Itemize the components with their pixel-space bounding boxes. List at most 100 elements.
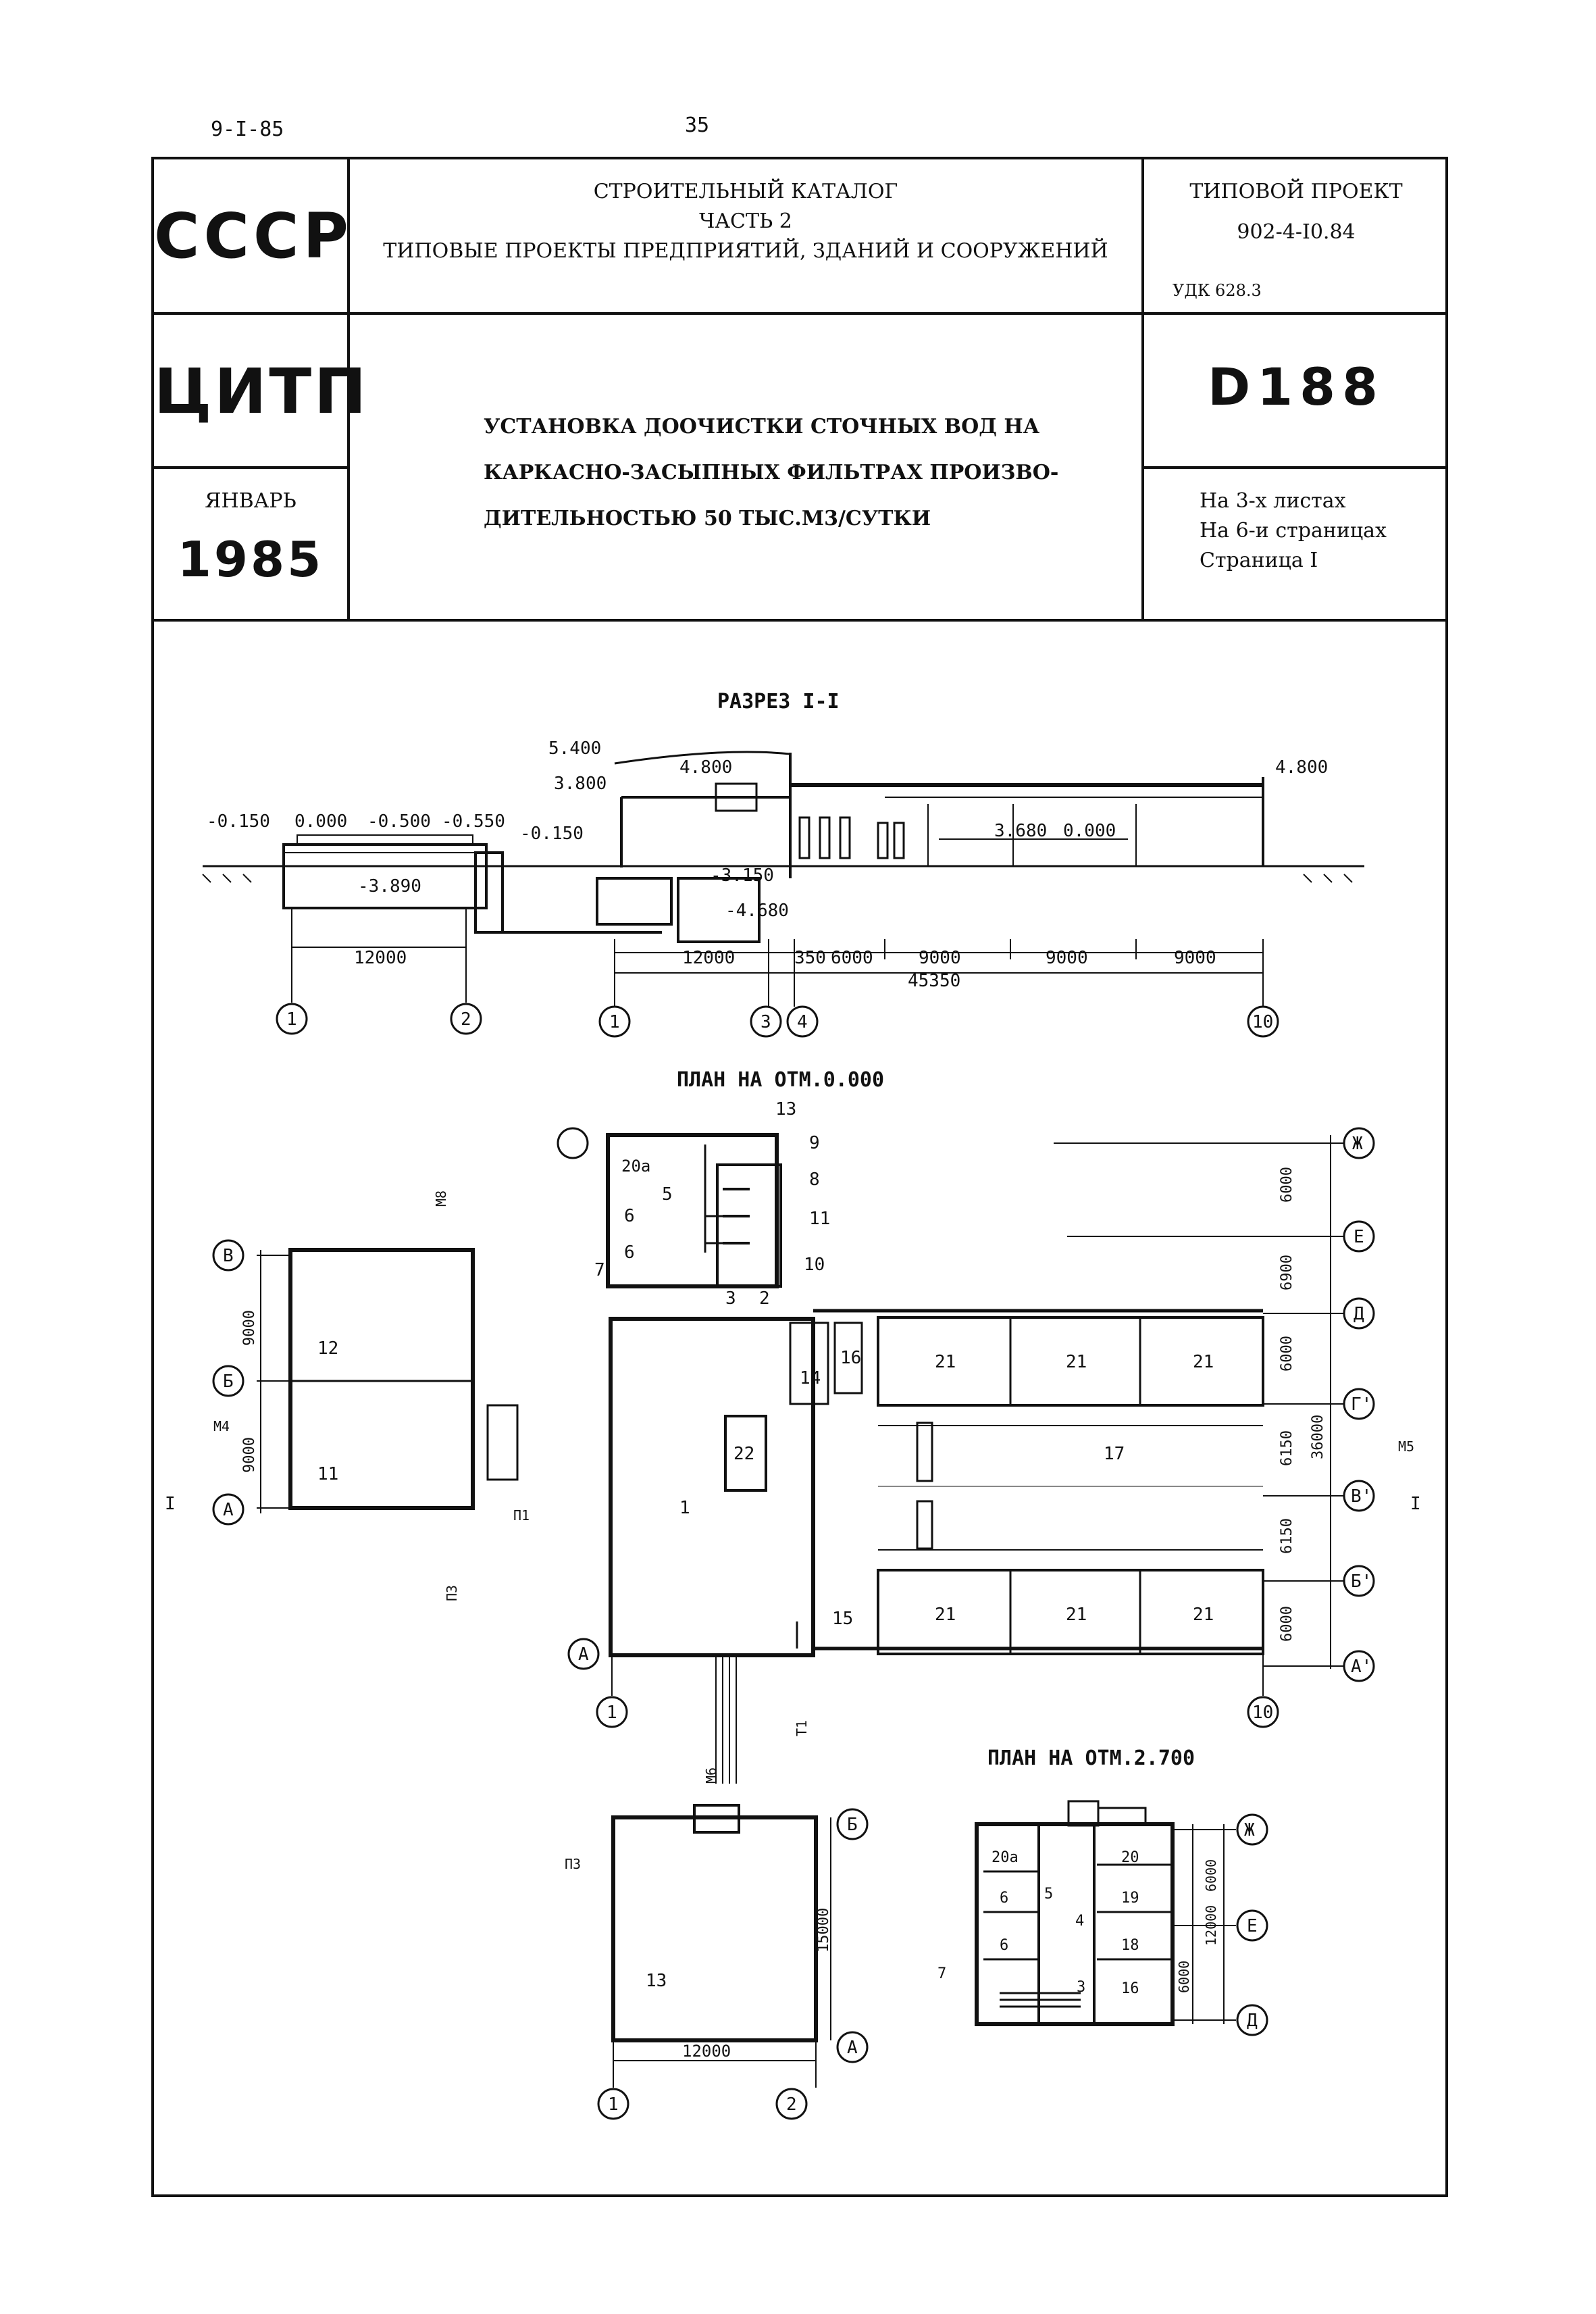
udk-code: УДК 628.3 [1173,281,1262,300]
room-number: 18 [1121,1937,1139,1954]
page-number: 35 [685,114,710,137]
dimension-label: 6000 [831,948,873,968]
dimension-label: 36000 [1310,1415,1327,1459]
row-axis-label: А [847,2038,858,2058]
room-number: 21 [935,1352,956,1372]
project-label: ТИПОВОЙ ПРОЕКТ [1189,180,1403,203]
row-axis-label: В [223,1246,234,1266]
pipe-label: П3 [444,1585,460,1601]
level-label: -0.500 [367,811,431,832]
room-number: 6 [1000,1890,1008,1907]
dimension-label: 6000 [1279,1606,1295,1642]
dimension-label: 350 [794,948,826,968]
col-axis-label: 2 [786,2094,797,2115]
dimension-label: 6150 [1279,1518,1295,1554]
level-label: -3.890 [358,876,421,897]
dimension-label: 45350 [908,971,960,991]
sheet-code: D188 [1208,357,1385,417]
pipe-label: П3 [565,1856,581,1872]
room-number: 9 [809,1133,820,1153]
room-number: 21 [1066,1605,1087,1625]
room-number: 20 [1121,1849,1139,1866]
row-axis-label: Ж [1244,1820,1255,1840]
level-label: 5.400 [548,738,601,759]
row-axis-label: А' [1351,1657,1372,1677]
room-number: 3 [725,1288,736,1309]
country-label: СССР [154,200,353,272]
dimension-label: 9000 [241,1437,258,1473]
catalog-line1: СТРОИТЕЛЬНЫЙ КАТАЛОГ [593,180,898,203]
dimension-label: 9000 [1046,948,1088,968]
pipe-label: М6 [703,1767,719,1784]
level-label: -0.550 [442,811,505,832]
pages-count: На 6-и страницах [1200,519,1387,543]
tb-divider [151,312,1448,315]
room-number: 16 [840,1348,861,1368]
plan-upper-drawing [975,1800,1175,2026]
dimension-label: 6000 [1203,1859,1219,1892]
room-number: 21 [1066,1352,1087,1372]
room-number: 5 [662,1184,673,1205]
pipe-label: М4 [213,1418,230,1434]
row-axis-label: Б [223,1372,234,1392]
level-label: 0.000 [1063,821,1116,841]
row-axis-label: Д [1354,1304,1364,1324]
row-axis-label: Е [1247,1916,1258,1936]
dimension-label: 15000 [815,1908,832,1953]
plan-upper-title: ПЛАН НА ОТМ.2.700 [987,1746,1195,1770]
dimension-label: 9000 [1174,948,1216,968]
room-number: 10 [804,1255,825,1275]
row-axis-label: Е [1354,1227,1364,1247]
month-label: ЯНВАРЬ [205,489,297,513]
dimension-label: 6000 [1279,1167,1295,1203]
col-axis-label: 1 [607,1703,617,1723]
room-number: 15 [832,1609,853,1629]
room-number: 16 [1121,1980,1139,1997]
room-number: 13 [646,1971,667,1991]
pipe-label: М5 [1398,1438,1414,1455]
tb-divider [151,466,349,469]
room-number: 13 [775,1099,796,1120]
room-number: 6 [624,1206,635,1226]
sheets-info: На 3-х листах На 6-и страницах Страница … [1200,486,1387,576]
row-axis-label: Г' [1351,1394,1372,1415]
axis-label: 2 [461,1009,471,1030]
row-axis-label: В' [1351,1486,1372,1507]
row-axis-label: Б [847,1815,858,1835]
level-label: -3.150 [711,865,774,886]
tb-divider [1141,466,1448,469]
plan-tank-drawing [611,1804,818,2042]
description-line3: ДИТЕЛЬНОСТЬЮ 50 ТЫС.М3/СУТКИ [484,507,931,530]
cut-mark: I [1410,1494,1421,1514]
dimension-label: 6000 [1176,1961,1192,1993]
description-line1: УСТАНОВКА ДООЧИСТКИ СТОЧНЫХ ВОД НА [484,415,1040,438]
section-drawing [202,751,1364,943]
tb-divider [347,157,350,620]
plan-main-drawing [288,1133,1264,1657]
level-label: 3.680 [994,821,1047,841]
dimension-label: 9000 [919,948,961,968]
room-number: 12 [317,1338,338,1359]
room-number: 11 [809,1209,830,1229]
room-number: 22 [733,1444,754,1464]
tb-divider [1141,157,1144,620]
dimension-label: 9000 [241,1310,258,1346]
pipe-label: М8 [433,1190,449,1207]
room-number: 20а [621,1157,650,1176]
room-number: 20а [992,1849,1019,1866]
level-label: 0.000 [294,811,347,832]
drawing-frame [151,157,1448,2197]
row-axis-label: Б' [1351,1571,1372,1592]
room-number: 4 [1075,1913,1084,1930]
level-label: 4.800 [679,757,732,778]
catalog-title: СТРОИТЕЛЬНЫЙ КАТАЛОГ ЧАСТЬ 2 ТИПОВЫЕ ПРО… [350,177,1141,266]
dimension-label: 6150 [1279,1430,1295,1466]
row-axis-label: Д [1247,2011,1258,2031]
room-number: 6 [1000,1937,1008,1954]
description-line2: КАРКАСНО-ЗАСЫПНЫХ ФИЛЬТРАХ ПРОИЗВО- [484,461,1059,484]
tank-12-11 [288,1248,475,1510]
room-number: 2 [759,1288,770,1309]
project-description: УСТАНОВКА ДООЧИСТКИ СТОЧНЫХ ВОД НА КАРКА… [484,404,1058,542]
pump-hall [609,1317,815,1657]
room-number: 21 [1193,1352,1214,1372]
